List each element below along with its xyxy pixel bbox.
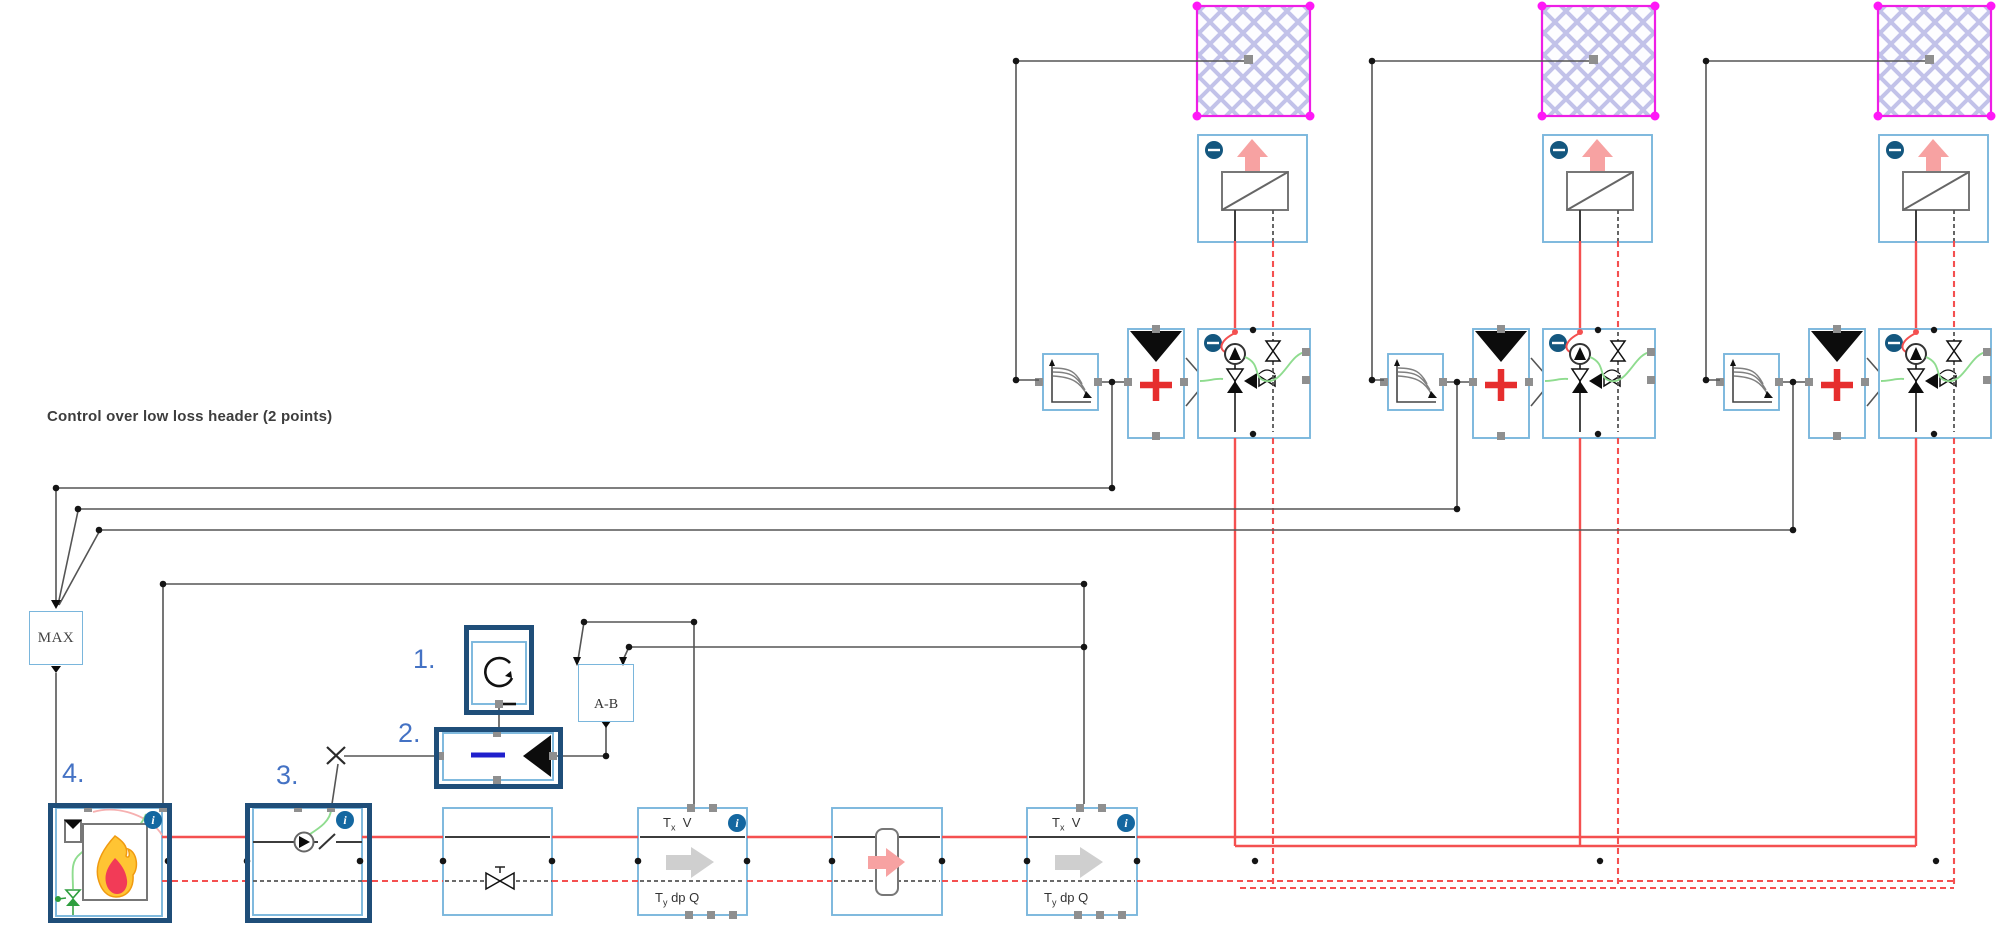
dial-icon (484, 656, 514, 688)
boiler-internals (55, 804, 167, 915)
flow-sensor-2-internals (1055, 804, 1126, 919)
sensor-1-bottom-label: Ty dp Q (655, 890, 700, 908)
shutoff-valve-internals (485, 866, 515, 891)
heating-circuit-group-3[interactable] (1716, 2, 1996, 889)
disconnect-x-icon[interactable] (326, 746, 346, 765)
boiler-pump-internals (293, 804, 336, 853)
switch-icon (318, 833, 336, 850)
annotation-4: 4. (62, 758, 85, 788)
subtract-block-internals (436, 729, 557, 784)
setpoint-dial-internals (484, 656, 516, 708)
info-icon[interactable]: i (728, 814, 746, 832)
scheme-title: Control over low loss header (2 points) (47, 408, 333, 425)
safety-valve-icon (64, 889, 82, 900)
sensor-1-top-label: Tx V (663, 815, 692, 833)
info-icon[interactable]: i (1117, 814, 1135, 832)
selection-frame-dial (464, 625, 534, 715)
selection-frame-boiler (48, 803, 172, 923)
max-label: MAX (37, 629, 75, 646)
sensor-2-top-label: Tx V (1052, 815, 1081, 833)
heating-circuit-group-2[interactable] (1380, 2, 1660, 889)
flow-arrow-icon (691, 847, 714, 878)
triangle-icon (523, 735, 551, 777)
annotation-2: 2. (398, 718, 421, 748)
info-icon[interactable]: i (336, 811, 354, 829)
ab-label: A-B (593, 697, 619, 712)
header-arrow-icon (886, 848, 905, 877)
max-block[interactable]: MAX (29, 611, 83, 665)
heating-circuit-group-1[interactable] (1035, 2, 1315, 889)
supply-pipes (162, 835, 1916, 848)
setpoint-dial-box[interactable] (471, 641, 527, 705)
ab-difference-block[interactable]: A-B (578, 664, 634, 722)
sensor-2-bottom-label: Ty dp Q (1044, 890, 1089, 908)
selection-frame-subtract (434, 727, 563, 789)
flow-sensor-1-internals (666, 804, 737, 919)
shutoff-valve-box[interactable] (442, 807, 553, 916)
low-loss-header-internals (868, 828, 905, 896)
selection-frame-pump (245, 803, 372, 923)
info-icon[interactable]: i (144, 811, 162, 829)
return-pipes (162, 879, 1954, 890)
annotation-3: 3. (276, 760, 299, 790)
annotation-1: 1. (413, 644, 436, 674)
junction-dots (52, 57, 1797, 865)
arrowhead (51, 600, 61, 609)
flow-arrow-icon (1080, 847, 1103, 878)
